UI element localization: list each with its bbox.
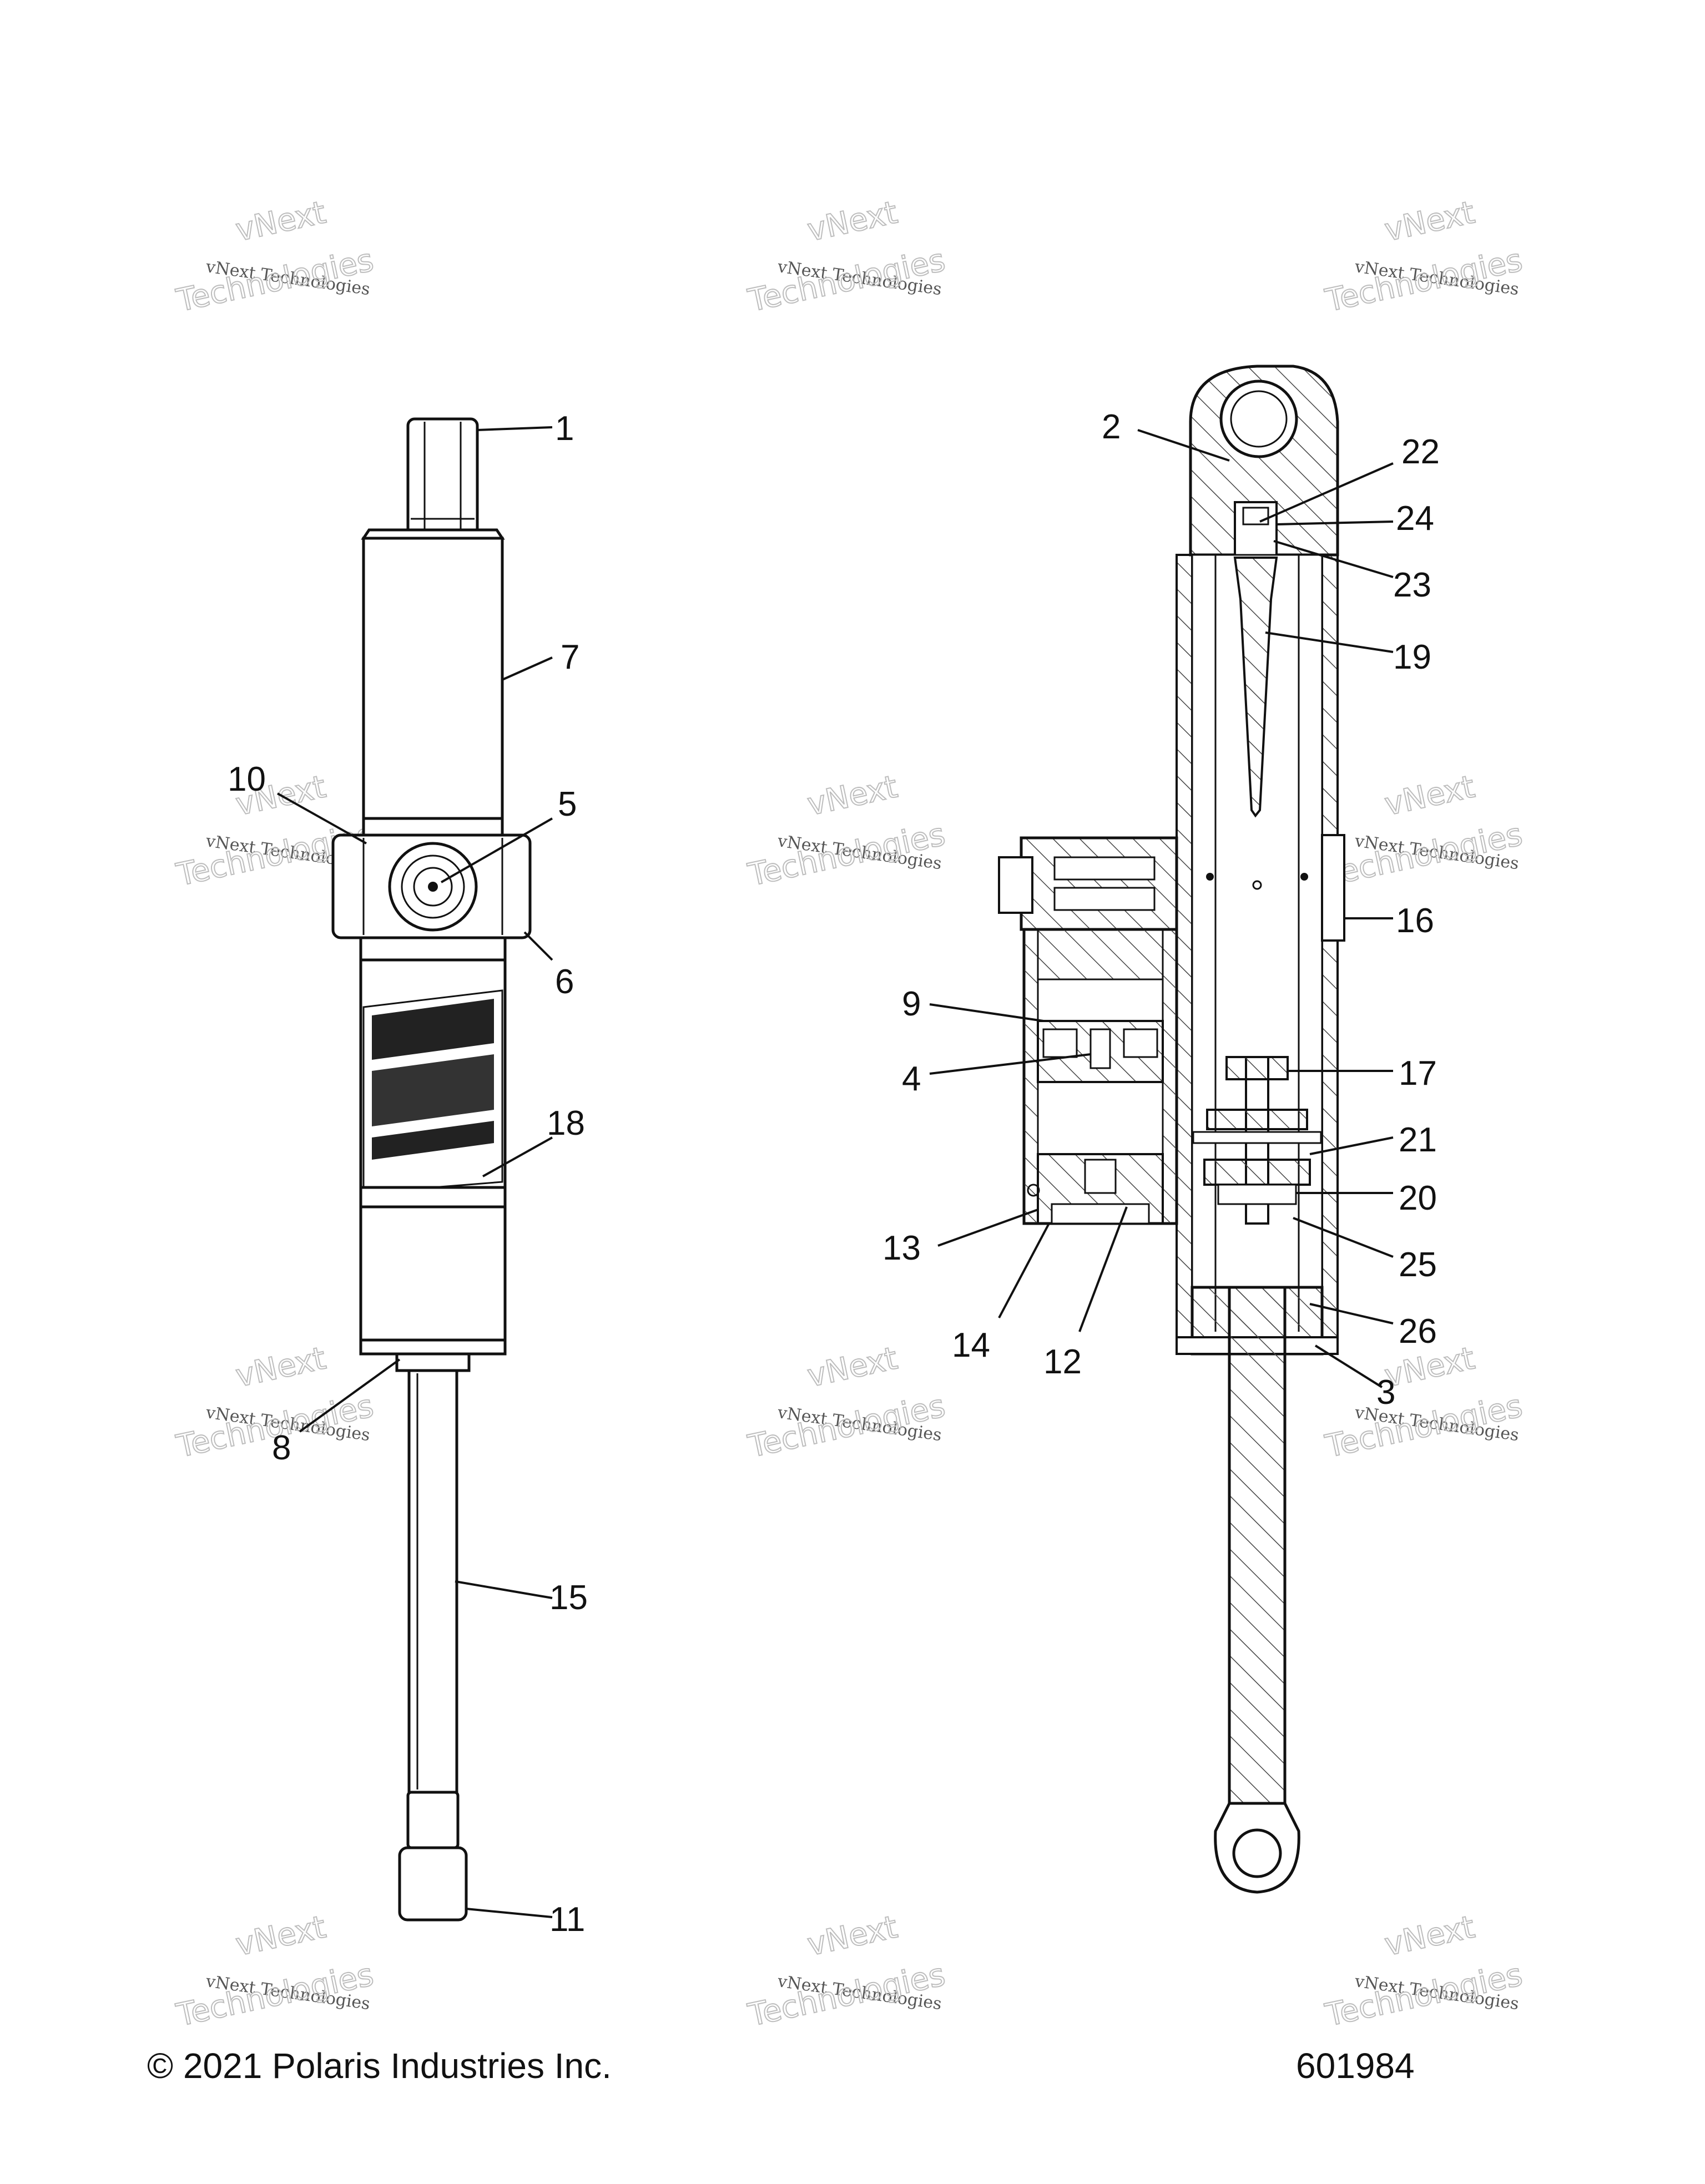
callout-4: 4: [902, 1060, 921, 1098]
figure-number: 601984: [1296, 2046, 1415, 2086]
callout-25: 25: [1399, 1246, 1437, 1284]
svg-text:vNext: vNext: [1381, 1909, 1478, 1963]
watermark: vNext vNext Technologies Technologies: [1321, 768, 1526, 894]
svg-text:vNext: vNext: [233, 1340, 329, 1394]
svg-text:vNext: vNext: [804, 769, 901, 823]
callout-19: 19: [1393, 638, 1431, 676]
watermark: vNext vNext Technologies Technologies: [1321, 1908, 1526, 2034]
seal-cap: [395, 1352, 471, 1372]
callout-12: 12: [1043, 1343, 1082, 1381]
svg-text:Technologies: Technologies: [1322, 1388, 1525, 1465]
svg-text:Technologies: Technologies: [745, 1957, 948, 2034]
callout-15: 15: [549, 1579, 588, 1617]
svg-text:vNext: vNext: [233, 194, 329, 249]
callout-2: 2: [1102, 408, 1121, 446]
shock-exterior-view: [331, 417, 532, 1922]
callout-22: 22: [1401, 433, 1440, 471]
leader-lines: [277, 426, 1394, 1918]
watermark: vNext vNext Technologies Technologies: [173, 194, 377, 320]
callout-24: 24: [1396, 499, 1434, 538]
svg-text:vNext: vNext: [804, 194, 901, 249]
svg-text:Technologies: Technologies: [173, 242, 376, 319]
callout-14: 14: [952, 1326, 990, 1364]
watermark: vNext vNext Technologies Technologies: [744, 194, 949, 320]
callout-17: 17: [1399, 1054, 1437, 1093]
callout-11: 11: [549, 1900, 585, 1939]
svg-text:vNext: vNext: [1381, 194, 1478, 249]
decal: [362, 989, 503, 1194]
watermark: vNext vNext Technologies Technologies: [744, 1339, 949, 1465]
compression-adjuster: [1020, 836, 1178, 931]
svg-text:Technologies: Technologies: [1322, 1957, 1525, 2034]
watermark: vNext vNext Technologies Technologies: [744, 1908, 949, 2034]
callout-3: 3: [1376, 1373, 1395, 1412]
watermark: vNext vNext Technologies Technologies: [173, 1908, 377, 2034]
watermark: vNext vNext Technologies Technologies: [1321, 194, 1526, 320]
callout-5: 5: [558, 785, 577, 823]
callout-23: 23: [1393, 566, 1431, 604]
svg-text:Technologies: Technologies: [1322, 242, 1525, 319]
callout-20: 20: [1399, 1179, 1437, 1217]
svg-text:Technologies: Technologies: [173, 1957, 376, 2034]
callout-21: 21: [1399, 1121, 1437, 1159]
callout-labels: 1 7 10 5 6 18 8 15 11 2 22 24 23 19 16 9…: [228, 408, 1440, 1939]
watermark: vNext vNext Technologies Technologies: [744, 768, 949, 894]
svg-text:Technologies: Technologies: [745, 242, 948, 319]
shock-section-view: [998, 365, 1345, 1894]
callout-26: 26: [1399, 1312, 1437, 1351]
top-eyelet: [406, 417, 479, 540]
callout-8: 8: [272, 1429, 291, 1467]
svg-text:Technologies: Technologies: [1322, 816, 1525, 893]
callout-6: 6: [555, 963, 574, 1001]
shaft-section: [1228, 1286, 1287, 1827]
bottom-eyelet: [398, 1846, 468, 1922]
shaft: [407, 1369, 458, 1794]
metering-needle: [1233, 557, 1278, 818]
copyright-notice: © 2021 Polaris Industries Inc.: [147, 2046, 612, 2086]
callout-13: 13: [882, 1229, 921, 1267]
upper-body-cylinder: [362, 537, 504, 820]
mount-bushing: [1219, 380, 1298, 458]
svg-text:vNext: vNext: [233, 1909, 329, 1963]
callout-7: 7: [561, 638, 579, 676]
svg-text:vNext: vNext: [804, 1909, 901, 1963]
callout-10: 10: [228, 760, 266, 798]
callout-16: 16: [1396, 902, 1434, 940]
svg-text:vNext: vNext: [804, 1340, 901, 1394]
svg-text:Technologies: Technologies: [745, 816, 948, 893]
callout-18: 18: [547, 1104, 585, 1142]
main-piston: [1206, 1109, 1308, 1130]
watermark: vNext vNext Technologies Technologies: [1321, 1339, 1526, 1465]
svg-text:Technologies: Technologies: [745, 1388, 948, 1465]
svg-text:vNext: vNext: [1381, 769, 1478, 823]
callout-1: 1: [555, 410, 574, 448]
callout-9: 9: [902, 985, 921, 1023]
